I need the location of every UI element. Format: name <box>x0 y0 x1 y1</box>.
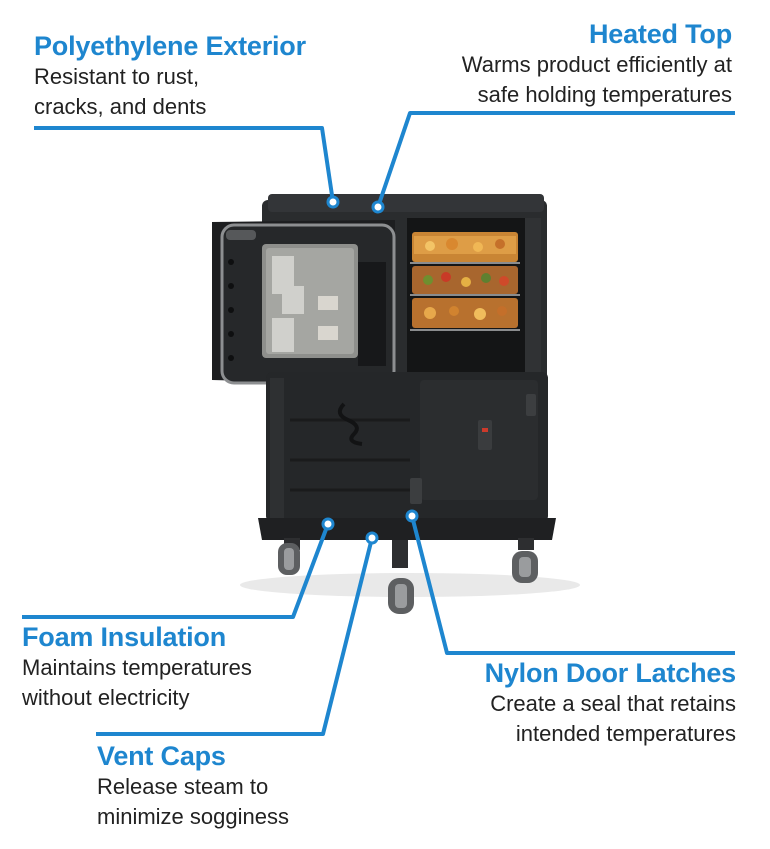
heated-top-lid <box>268 194 544 212</box>
leader-line-heated-top <box>376 111 735 208</box>
callout-desc-line: Release steam to <box>97 774 269 799</box>
callout-title: Vent Caps <box>97 741 226 771</box>
base-and-casters <box>258 518 556 614</box>
callout-desc-line: Maintains temperatures <box>22 655 252 680</box>
leader-line-foam <box>22 523 330 619</box>
callout-foam-insulation: Foam Insulation Maintains temperatures w… <box>22 621 252 713</box>
callout-desc-line: Warms product efficiently at <box>461 52 732 77</box>
callout-desc-line: without electricity <box>22 685 190 710</box>
callout-title: Nylon Door Latches <box>484 658 737 688</box>
door-latch <box>526 394 536 416</box>
callout-vent-caps: Vent Caps Release steam to minimize sogg… <box>97 740 289 832</box>
dot-nylon <box>405 509 419 523</box>
callout-desc-line: cracks, and dents <box>34 94 207 119</box>
food-pans <box>410 232 520 331</box>
callout-desc-line: intended temperatures <box>515 721 736 746</box>
callout-heated-top: Heated Top Warms product efficiently at … <box>462 18 732 110</box>
callout-desc-line: Resistant to rust, <box>34 64 200 89</box>
leader-line-nylon <box>410 515 735 655</box>
leader-lines <box>22 111 735 736</box>
callout-desc-line: minimize sogginess <box>97 804 289 829</box>
dot-foam <box>321 517 335 531</box>
callout-title: Polyethylene Exterior <box>34 31 306 61</box>
leader-line-polyethylene <box>34 126 335 203</box>
callout-desc-line: safe holding temperatures <box>477 82 732 107</box>
lower-compartment <box>266 372 548 522</box>
open-door <box>212 220 396 385</box>
dot-vent <box>365 531 379 545</box>
callout-desc-line: Create a seal that retains <box>490 691 736 716</box>
vent-grille <box>272 256 294 294</box>
callout-dots <box>321 195 419 545</box>
callout-polyethylene-exterior: Polyethylene Exterior Resistant to rust,… <box>34 30 306 122</box>
dot-polyethylene <box>326 195 340 209</box>
callout-nylon-door-latches: Nylon Door Latches Create a seal that re… <box>484 657 737 749</box>
callout-title: Heated Top <box>588 19 732 49</box>
power-cord <box>337 402 363 446</box>
leader-line-vent <box>96 537 374 736</box>
door-latch-lower <box>410 478 422 504</box>
dot-heated-top <box>371 200 385 214</box>
callout-title: Foam Insulation <box>22 622 227 652</box>
